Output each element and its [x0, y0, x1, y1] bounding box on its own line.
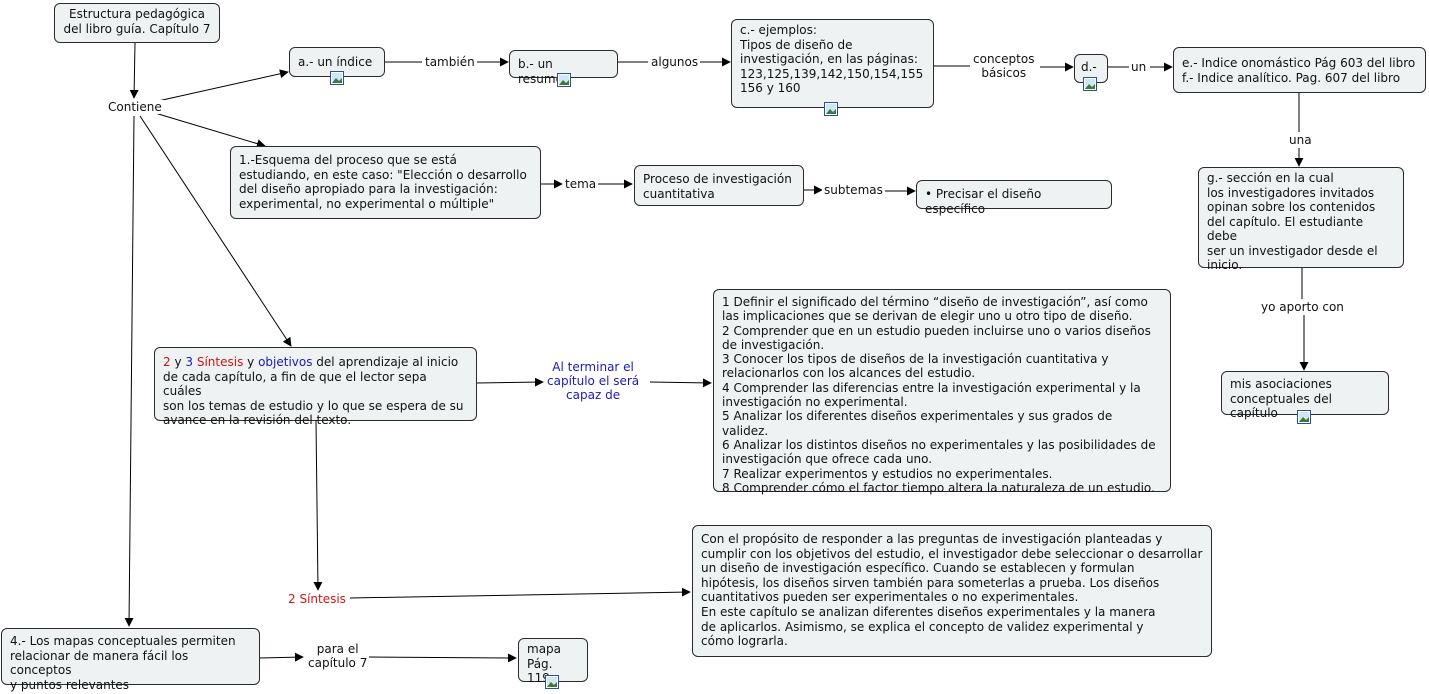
node-sintesis-objetivos[interactable]: 2 y 3 Síntesis y objetivos del aprendiza…: [154, 347, 477, 427]
image-icon[interactable]: [1297, 410, 1311, 424]
label-yo-aporto: yo aporto con: [1259, 300, 1346, 314]
label-algunos: algunos: [649, 55, 701, 69]
image-icon[interactable]: [545, 675, 559, 689]
label-subtemas: subtemas: [822, 183, 885, 197]
link-contiene-mapas: [124, 115, 135, 627]
link-contiene-esquema: [154, 112, 266, 148]
label-tema: tema: [563, 177, 599, 191]
word-objetivos: objetivos: [258, 355, 313, 369]
node-esquema[interactable]: 1.-Esquema del proceso que se está estud…: [230, 146, 541, 219]
sintesis-rest: del aprendizaje al inicio de cada capítu…: [163, 355, 464, 427]
label-para-el: para el capítulo 7: [306, 642, 370, 670]
label-una: una: [1287, 133, 1314, 147]
link-sintesis2-texto: [349, 587, 691, 599]
link-contiene-sintesis: [139, 115, 292, 347]
link-alterminar-lista: [649, 378, 712, 388]
node-objetivos-lista[interactable]: 1 Definir el significado del término “di…: [713, 289, 1171, 495]
conj-y1: y: [170, 355, 186, 369]
node-mapas[interactable]: 4.- Los mapas conceptuales permiten rela…: [1, 628, 260, 692]
node-proceso[interactable]: Proceso de investigación cuantitativa: [634, 165, 804, 206]
link-parael-mapa: [367, 653, 517, 663]
node-asociaciones[interactable]: mis asociaciones conceptuales del capítu…: [1221, 371, 1389, 420]
label-sintesis-2: 2 Síntesis: [286, 592, 348, 606]
node-indices-ef[interactable]: e.- Indice onomástico Pág 603 del libro …: [1173, 47, 1426, 93]
word-sintesis: Síntesis: [196, 355, 244, 369]
label-al-terminar: Al terminar el capítulo el será capaz de: [545, 360, 642, 402]
image-icon[interactable]: [557, 73, 571, 87]
label-un: un: [1129, 60, 1149, 74]
image-icon[interactable]: [824, 102, 838, 116]
link-sintobj-sintesis2: [313, 420, 323, 591]
link-contiene-indice: [157, 69, 289, 102]
root-node[interactable]: Estructura pedagógica del libro guía. Ca…: [54, 3, 220, 43]
label-tambien: también: [423, 55, 477, 69]
num-3: 3: [185, 355, 194, 369]
node-precisar[interactable]: • Precisar el diseño específico: [916, 180, 1112, 216]
image-icon[interactable]: [330, 71, 344, 85]
node-seccion-g[interactable]: g.- sección en la cual los investigadore…: [1198, 167, 1404, 272]
node-mapa[interactable]: mapa Pág. 119: [518, 638, 588, 685]
label-contiene: Contiene: [106, 100, 164, 114]
num-2: 2: [163, 355, 171, 369]
link-root-contiene: [129, 42, 139, 99]
link-sintobj-alterminar: [476, 377, 544, 387]
image-icon[interactable]: [1083, 77, 1097, 91]
conj-y2: y: [243, 355, 259, 369]
node-ejemplos[interactable]: c.- ejemplos: Tipos de diseño de investi…: [731, 19, 934, 108]
label-conceptos: conceptos básicos: [971, 52, 1037, 80]
node-sintesis-texto[interactable]: Con el propósito de responder a las preg…: [692, 525, 1212, 657]
link-mapas-parael: [259, 652, 304, 662]
